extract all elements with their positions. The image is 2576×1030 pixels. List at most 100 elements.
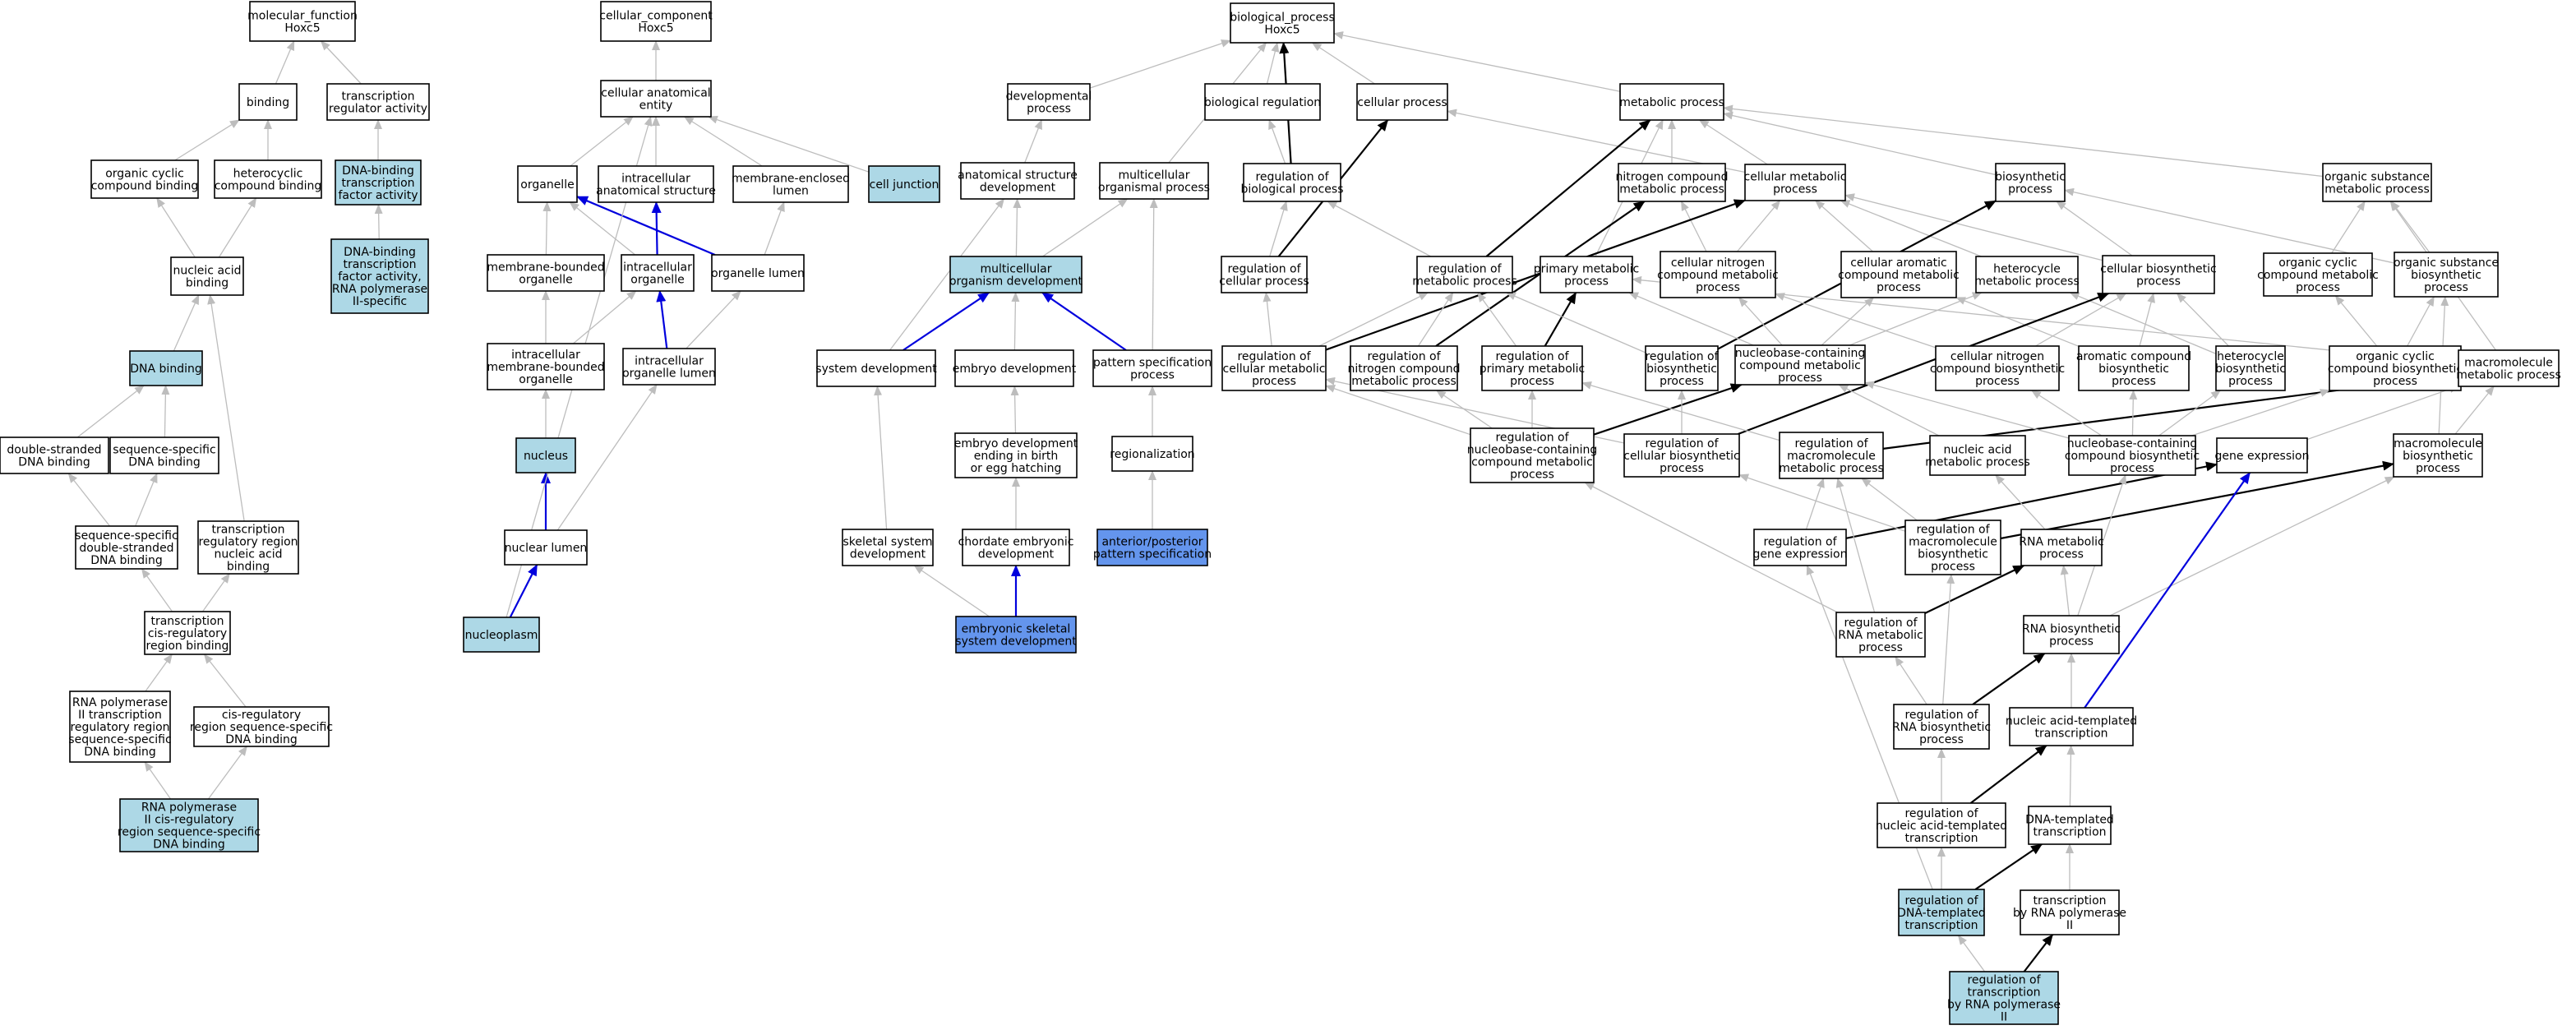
go-term-node-cellp[interactable]: cellular process [1356,83,1448,121]
node-label-line: binding [227,561,270,574]
edge-mod-to-mop [1042,198,1129,257]
go-term-node-nl[interactable]: nuclear lumen [504,529,588,566]
go-term-node-rnccmp[interactable]: regulation ofnucleobase-containingcompou… [1467,427,1598,483]
node-label-line: or egg hatching [971,462,1062,475]
go-term-node-binding[interactable]: binding [238,83,298,121]
go-term-node-ge[interactable]: gene expression [2215,437,2310,473]
go-term-node-breg[interactable]: biological regulation [1204,83,1321,121]
go-term-node-embdev[interactable]: embryo development [953,349,1077,387]
go-term-node-sysdev[interactable]: system development [815,349,937,387]
go-term-node-cj[interactable]: cell junction [868,165,940,203]
node-box [238,83,298,121]
go-term-node-metp[interactable]: metabolic process [1619,83,1724,121]
node-label-line: DNA binding [153,838,224,852]
go-term-node-organelle[interactable]: organelle [517,165,578,203]
go-term-node-rmbp[interactable]: regulation ofmacromoleculebiosyntheticpr… [1904,520,2001,575]
node-label-line: regionalization [1110,448,1194,461]
go-term-node-np[interactable]: nucleoplasm [463,617,540,653]
edge-osmp-to-metp [1723,104,2324,178]
go-term-node-ol[interactable]: organelle lumen [711,254,805,292]
node-label-line: development [850,548,926,561]
go-term-node-reg[interactable]: regionalization [1110,436,1195,472]
go-term-node-dnab[interactable]: DNA binding [129,350,203,386]
go-term-node-nucleus[interactable]: nucleus [515,437,576,473]
node-label-line: II-specific [353,295,407,308]
